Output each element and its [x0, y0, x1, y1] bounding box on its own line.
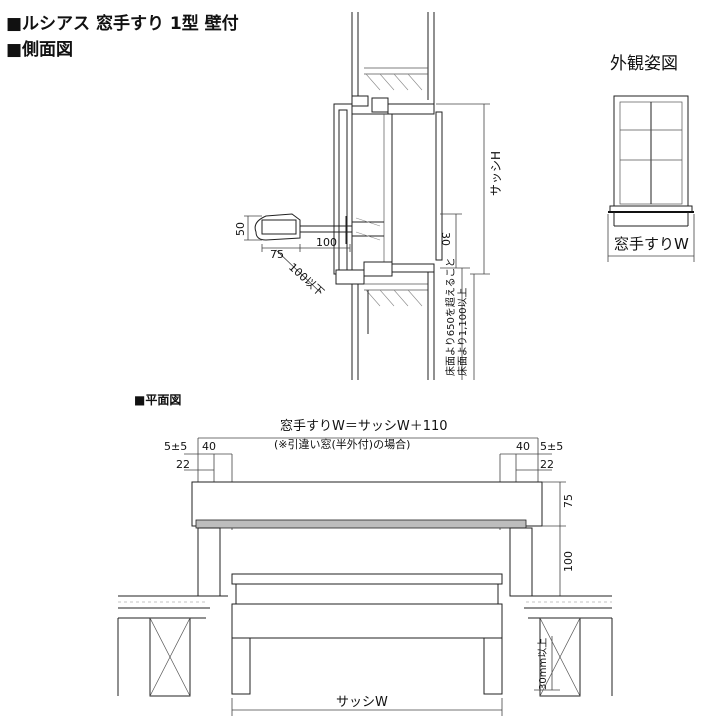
side-view-heading: ■側面図 — [6, 40, 74, 60]
wall-lower — [335, 261, 435, 380]
left-40-label: 40 — [202, 440, 216, 453]
sash-w-label: サッシW — [336, 695, 388, 710]
handrail-profile — [254, 212, 384, 246]
right-22-label: 22 — [540, 458, 554, 471]
left-22-label: 22 — [176, 458, 190, 471]
dim-100-label: 100 — [316, 236, 337, 249]
plan-view — [117, 437, 613, 716]
dim-50-label: 50 — [234, 222, 247, 236]
exterior-view — [607, 95, 695, 262]
side-dimensions — [244, 103, 490, 380]
right-40-label: 40 — [516, 440, 530, 453]
side-view: 50 75 100 100以下 30 サッシH 床面より650を超えること 床面… — [234, 12, 503, 380]
dim-75-label: 75 — [270, 248, 284, 261]
wall-upper — [351, 12, 435, 115]
dim-100-below-label: 100以下 — [286, 261, 327, 299]
dim-30-label: 30 — [439, 232, 452, 246]
floor-1100-label: 床面より1,100以上 — [456, 288, 469, 376]
floor-650-label: 床面より650を超えること — [444, 257, 457, 376]
dim-75-plan-label: 75 — [562, 494, 575, 508]
exterior-view-heading: 外観姿図 — [610, 54, 678, 74]
exterior-width-label: 窓手すりW — [614, 235, 689, 253]
plan-formula-label: 窓手すりW＝サッシW＋110 — [280, 418, 448, 434]
plan-note-label: (※引違い窓(半外付)の場合) — [274, 437, 410, 451]
dim-30-above-label: 30mm以上 — [537, 638, 549, 690]
plan-view-heading: ■平面図 — [134, 393, 182, 407]
right-5pm5-label: 5±5 — [540, 440, 563, 453]
sash-h-label: サッシH — [489, 151, 503, 196]
dim-100-plan-label: 100 — [562, 551, 575, 572]
left-5pm5-label: 5±5 — [164, 440, 187, 453]
page-title: ■ルシアス 窓手すり 1型 壁付 — [6, 14, 239, 34]
